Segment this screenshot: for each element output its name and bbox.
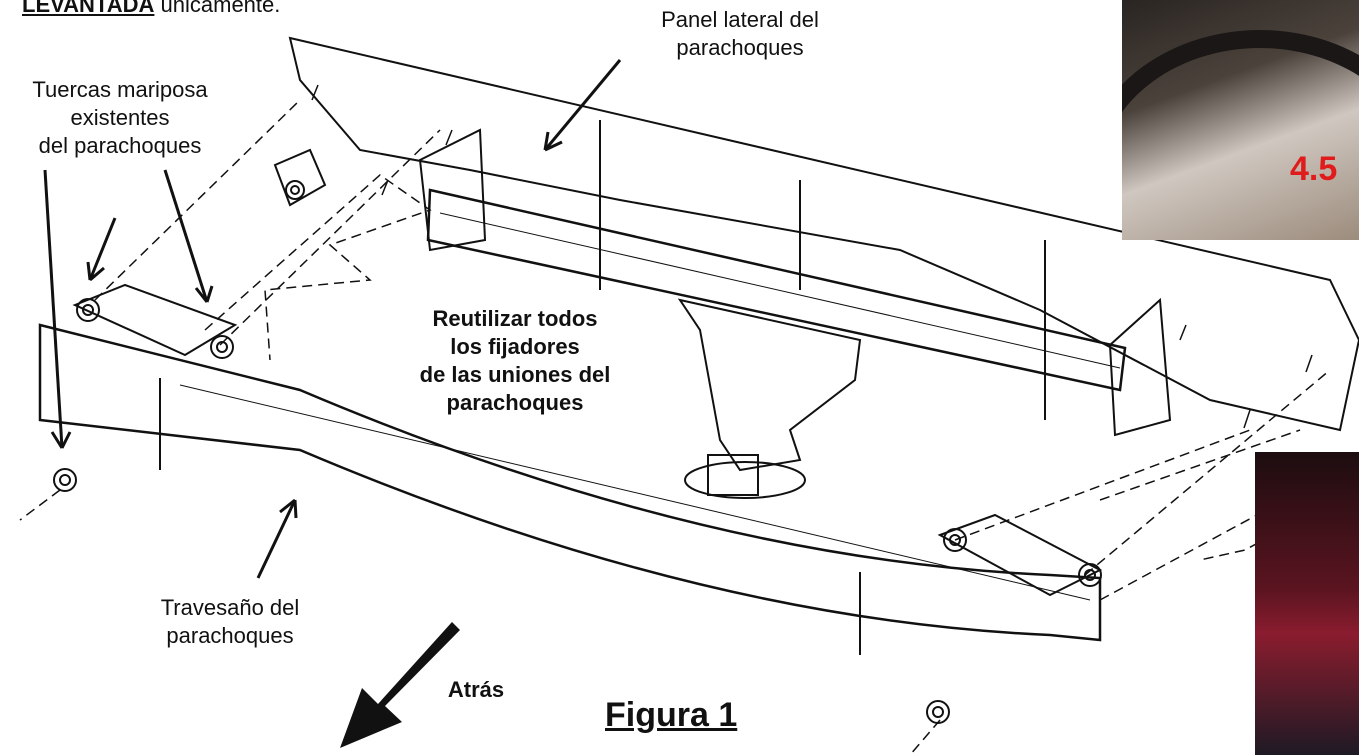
wing-nuts-label: Tuercas mariposa existentes del parachoq…: [0, 76, 240, 160]
label-line: parachoques: [676, 35, 804, 60]
receiver-opening: [707, 454, 759, 496]
top-note-text: únicamente.: [154, 0, 281, 17]
safety-chain-loop: [684, 461, 806, 499]
back-direction-arrow: [340, 622, 460, 748]
hitch-main-tube: [426, 188, 1127, 392]
label-line: del parachoques: [38, 133, 202, 158]
label-line: Panel lateral del: [661, 7, 819, 32]
label-line: los fijadores: [450, 334, 580, 359]
hitch-right-bracket: [1108, 297, 1172, 437]
top-note-emphasis: LEVANTADA: [22, 0, 155, 17]
top-note: LEVANTADA únicamente.: [22, 0, 280, 18]
label-line: parachoques: [446, 390, 584, 415]
crossbar-label: Travesaño del parachoques: [125, 594, 335, 650]
bumper-studs: [311, 84, 1313, 429]
bumper-crossbar: [38, 323, 1102, 642]
photo-value: 4.5: [1290, 150, 1338, 188]
back-label: Atrás: [447, 677, 505, 702]
hitch-left-bracket: [418, 128, 487, 252]
bumper-side-panel: [288, 36, 1359, 432]
hitch-receiver: [677, 298, 862, 472]
gauge-photo: 4.5: [1122, 0, 1359, 240]
pointer-arrows: [43, 59, 622, 579]
label-line: existentes: [70, 105, 170, 130]
hex-nuts: [53, 180, 1102, 724]
hand-photo: [1255, 452, 1359, 755]
label-line: parachoques: [166, 623, 294, 648]
label-line: de las uniones del: [419, 362, 611, 387]
reuse-fasteners-label: Reutilizar todos los fijadores de las un…: [390, 305, 640, 417]
rubber-stop: [273, 148, 327, 207]
label-line: Travesaño del: [160, 595, 300, 620]
figure-title: Figura 1: [605, 696, 738, 734]
crossbar-left-bracket: [72, 283, 238, 357]
label-line: Tuercas mariposa: [32, 77, 208, 102]
side-panel-label: Panel lateral del parachoques: [620, 6, 860, 62]
label-line: Reutilizar todos: [432, 306, 598, 331]
photo-ring: [1122, 30, 1359, 240]
